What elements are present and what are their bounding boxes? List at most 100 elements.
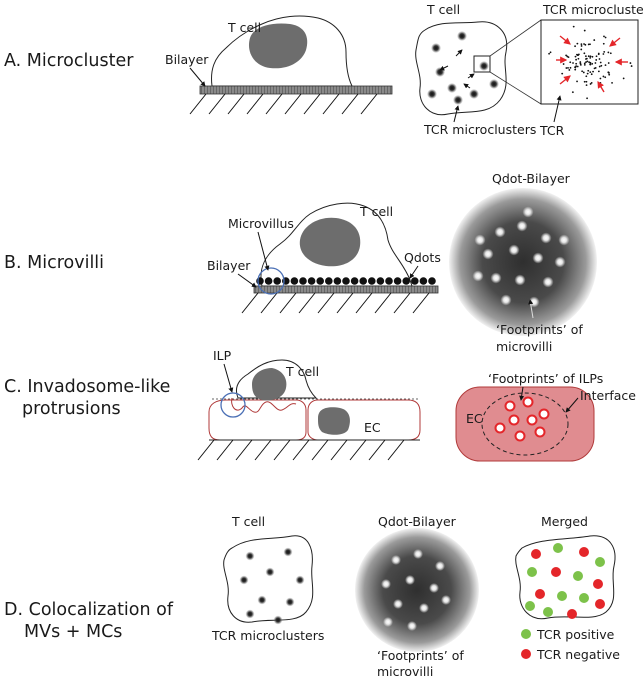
a-substrate-hatch xyxy=(189,93,378,115)
tcr-dot xyxy=(586,60,589,63)
footprint-spot xyxy=(472,270,484,282)
a-tcell-label: T cell xyxy=(227,20,261,35)
b-bilayer-label: Bilayer xyxy=(207,258,251,273)
microcluster xyxy=(245,609,255,619)
a-zoom-line-bottom xyxy=(489,71,542,105)
footprint-spot xyxy=(413,549,423,559)
tcr-dot xyxy=(608,73,611,76)
footprint-spot xyxy=(383,617,393,627)
c-interface-arrow xyxy=(565,397,579,413)
panel-a-title: A. Microcluster xyxy=(4,51,134,71)
hatch-line xyxy=(260,292,278,314)
tcr-dot xyxy=(589,55,592,58)
footprint-spot xyxy=(494,226,506,238)
tcr-negative-dot xyxy=(595,599,605,609)
ilp-footprint xyxy=(522,396,534,408)
footprint-spot xyxy=(381,579,391,589)
tcr-dot xyxy=(567,67,569,69)
tcr-dot xyxy=(579,62,582,65)
tcr-dot xyxy=(593,39,596,41)
tcr-dot xyxy=(611,81,613,84)
c-ilp-footprints xyxy=(494,396,550,442)
tcr-positive-dot xyxy=(543,607,553,617)
tcr-dot xyxy=(562,63,565,65)
tcr-positive-dot xyxy=(525,601,535,611)
hatch-line xyxy=(360,93,378,115)
a-bilayer-label: Bilayer xyxy=(165,52,209,67)
tcr-dot xyxy=(599,77,602,80)
b-nucleus xyxy=(299,217,361,267)
tcr-dot xyxy=(582,71,585,74)
footprint-spot xyxy=(522,206,534,218)
tcr-dot xyxy=(575,58,577,61)
c-ilp-highlight xyxy=(220,392,246,418)
qdot xyxy=(290,277,299,285)
d-footprints-line2: microvilli xyxy=(377,664,433,679)
qdot xyxy=(428,277,436,285)
tcr-dot xyxy=(587,55,590,58)
d-merged-label: Merged xyxy=(541,514,588,529)
tcr-dot xyxy=(583,52,586,55)
tcr-dot xyxy=(607,51,610,54)
qdot xyxy=(325,277,333,285)
c-ec2-label: EC xyxy=(466,411,483,426)
footprint-spot xyxy=(419,603,429,613)
qdot xyxy=(402,277,411,285)
footprint-spot xyxy=(532,252,544,264)
qdot xyxy=(350,277,359,285)
hatch-line xyxy=(303,93,321,115)
tcr-dot xyxy=(584,43,587,46)
ilp-footprint xyxy=(534,426,546,438)
tcr-dot xyxy=(591,55,594,58)
tcr-dot xyxy=(583,62,586,65)
tcr-dot xyxy=(585,58,587,60)
qdot xyxy=(393,277,402,285)
tcr-dot xyxy=(607,71,610,74)
qdot xyxy=(359,277,368,285)
microcluster xyxy=(295,575,305,585)
d-qdot-field xyxy=(355,528,479,652)
c-substrate-hatch xyxy=(197,439,405,461)
panel-b-title: B. Microvilli xyxy=(4,253,104,273)
b-substrate-hatch xyxy=(241,292,430,314)
footprint-spot xyxy=(514,274,526,286)
hatch-line xyxy=(317,292,335,314)
c-ilp-protrusions xyxy=(231,397,297,413)
tcr-dot xyxy=(602,42,605,45)
tcr-dot xyxy=(599,81,602,84)
qdot xyxy=(342,277,350,285)
legend-negative-label: TCR negative xyxy=(536,647,620,662)
d-footprints-line1: ‘Footprints’ of xyxy=(377,648,464,663)
tcr-dot xyxy=(603,50,606,53)
panel-d: D. Colocalization of MVs + MCs T cell TC… xyxy=(4,514,620,679)
tcr-dot xyxy=(571,91,574,94)
tcr-dot xyxy=(604,36,607,39)
movement-arrow xyxy=(455,49,463,57)
c-ilp-arrow xyxy=(223,363,234,393)
tcr-dot xyxy=(565,67,568,69)
d-tcell-label: T cell xyxy=(231,514,265,529)
tcr-dot xyxy=(576,42,579,45)
tcr-positive-dot xyxy=(527,567,537,577)
footprint-spot xyxy=(508,244,520,256)
movement-arrow xyxy=(439,65,449,71)
footprint-spot xyxy=(405,575,415,585)
hatch-line xyxy=(374,292,392,314)
tcr-dot xyxy=(548,52,550,55)
hatch-line xyxy=(330,439,348,461)
panel-d-title-line1: D. Colocalization of xyxy=(4,600,174,620)
b-bilayer-arrow xyxy=(237,273,257,288)
b-tcell-label: T cell xyxy=(359,204,393,219)
tcr-dot xyxy=(585,61,587,64)
tcr-negative-dot xyxy=(551,567,561,577)
tcr-negative-dot xyxy=(535,589,545,599)
tcr-dot xyxy=(568,69,571,71)
tcr-dot xyxy=(589,71,592,74)
panel-c-title-line1: C. Invadosome-like xyxy=(4,377,170,397)
tcr-positive-dot xyxy=(573,571,583,581)
tcr-dot xyxy=(576,53,578,56)
c-ilp-label: ILP xyxy=(213,348,232,363)
hatch-line xyxy=(279,292,297,314)
d-merged-dots xyxy=(525,543,605,619)
